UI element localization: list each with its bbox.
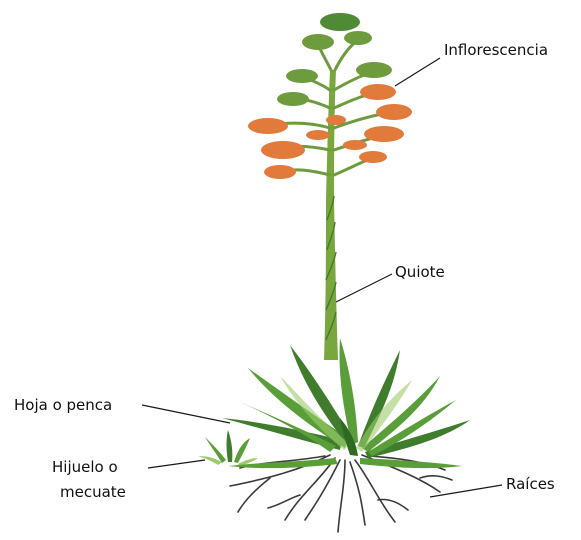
leaf-rosette xyxy=(222,338,470,468)
label-hijuelo-line2: mecuate xyxy=(60,483,126,501)
label-hoja: Hoja o penca xyxy=(14,396,112,414)
leader-raices xyxy=(430,485,502,497)
leader-hijuelo xyxy=(148,460,205,468)
pup-plant xyxy=(198,430,258,466)
label-raices: Raíces xyxy=(506,475,555,493)
leader-quiote xyxy=(336,274,392,302)
flower-stalk xyxy=(324,70,338,360)
leader-inflorescencia xyxy=(395,58,440,86)
label-inflorescencia: Inflorescencia xyxy=(444,41,548,59)
label-hijuelo-line1: Hijuelo o xyxy=(52,458,118,476)
leader-hoja xyxy=(142,405,230,423)
label-quiote: Quiote xyxy=(395,263,445,281)
